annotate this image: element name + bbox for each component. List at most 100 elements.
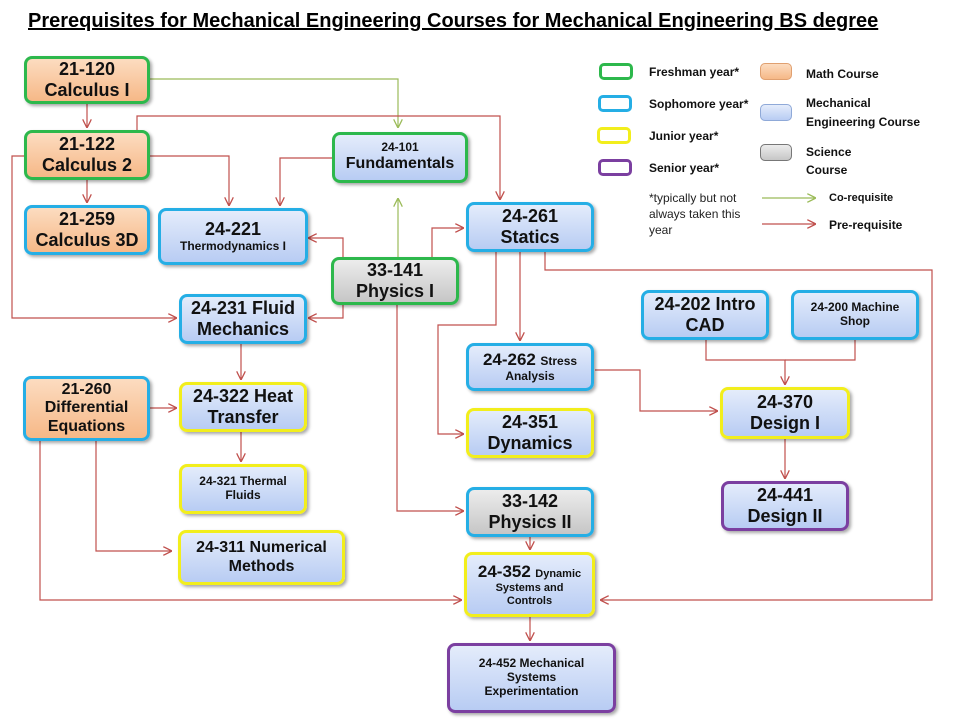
- prereq-statics-dynsys: [544, 252, 933, 600]
- legend-footnote-line2: always taken this: [649, 207, 741, 222]
- course-24-452-mechanical-systems-experimentation[interactable]: 24-452 Mechanical Systems Experimentatio…: [447, 643, 616, 713]
- course-24-322-heat-transfer[interactable]: 24-322 Heat Transfer: [179, 382, 307, 432]
- course-name: Methods: [228, 557, 295, 575]
- course-name: Calculus I: [44, 80, 130, 100]
- course-name: CAD: [685, 315, 725, 335]
- legend-math-swatch: [760, 63, 792, 80]
- legend-footnote-line1: *typically but not: [649, 191, 737, 205]
- course-24-262-stress-analysis[interactable]: 24-262 Stress Analysis: [466, 343, 594, 391]
- course-name: Fluids: [225, 488, 261, 502]
- course-number: 24-370: [756, 392, 814, 413]
- course-number: 24-101: [381, 140, 419, 155]
- course-21-260-differential-equations[interactable]: 21-260 Differential Equations: [23, 376, 150, 441]
- prereq-physics1-physics2: [396, 305, 463, 511]
- course-name: Differential: [44, 399, 129, 417]
- legend-sophomore-label: Sophomore year*: [649, 97, 749, 111]
- course-number: 21-122: [58, 134, 116, 155]
- course-name: Fundamentals: [345, 155, 455, 173]
- course-24-352-dynamic-systems-and-controls[interactable]: 24-352 Dynamic Systems and Controls: [464, 552, 595, 617]
- course-number: 24-321 Thermal: [199, 474, 287, 489]
- course-24-441-design-2[interactable]: 24-441 Design II: [721, 481, 849, 531]
- course-number: 21-259: [58, 209, 116, 230]
- course-24-202-intro-cad[interactable]: 24-202 Intro CAD: [641, 290, 769, 340]
- prereq-statics-dynamics: [437, 252, 497, 434]
- course-24-221-thermodynamics-1[interactable]: 24-221 Thermodynamics I: [158, 208, 308, 265]
- legend-freshman-swatch: [599, 63, 633, 80]
- course-number: 33-142: [501, 491, 559, 512]
- legend-me-swatch: [760, 104, 792, 121]
- course-number: 24-231 Fluid: [190, 298, 296, 319]
- course-24-261-statics[interactable]: 24-261 Statics: [466, 202, 594, 252]
- legend-senior-label: Senior year*: [649, 161, 720, 175]
- course-number: 24-351: [501, 412, 559, 433]
- course-21-120-calculus-1[interactable]: 21-120 Calculus I: [24, 56, 150, 104]
- course-24-101-fundamentals[interactable]: 24-101 Fundamentals: [332, 132, 468, 183]
- legend-junior-swatch: [597, 127, 631, 144]
- course-name: Analysis: [505, 369, 555, 384]
- course-name: Physics I: [355, 281, 435, 301]
- legend-senior-swatch: [598, 159, 632, 176]
- course-name: Dynamics: [487, 433, 573, 453]
- course-name: Mechanics: [196, 319, 290, 339]
- course-24-321-thermal-fluids[interactable]: 24-321 Thermal Fluids: [179, 464, 307, 514]
- page-title: Prerequisites for Mechanical Engineering…: [28, 10, 879, 32]
- prereq-shop-design1: [785, 340, 856, 361]
- legend-footnote-line3: year: [649, 223, 673, 238]
- prereq-physics1-thermo: [309, 238, 344, 257]
- prereq-physics1-statics: [431, 228, 463, 265]
- course-name: Physics II: [488, 512, 572, 532]
- course-number: 24-452 Mechanical: [478, 656, 585, 671]
- course-name: Design II: [747, 506, 823, 526]
- course-number: 33-141: [366, 260, 424, 281]
- legend-junior-label: Junior year*: [649, 129, 719, 143]
- prereq-diffeq-dynsys: [39, 441, 461, 600]
- prereq-calc2-fluid: [11, 155, 176, 318]
- legend-science-label-line2: Course: [806, 163, 848, 177]
- course-name-part: Dynamic: [535, 567, 582, 580]
- course-number: 24-322 Heat: [192, 386, 294, 407]
- course-name-line2: Controls: [506, 594, 553, 607]
- legend-math-label: Math Course: [806, 67, 879, 81]
- course-name: Systems: [506, 670, 557, 685]
- legend-science-swatch: [760, 144, 792, 161]
- legend-prereq-label: Pre-requisite: [829, 218, 903, 232]
- prereq-calc2-statics: [136, 115, 500, 199]
- course-name-line2: Experimentation: [484, 683, 579, 698]
- course-21-259-calculus-3d[interactable]: 21-259 Calculus 3D: [24, 205, 150, 255]
- course-name: Transfer: [207, 407, 279, 427]
- course-number: 24-262: [482, 349, 536, 369]
- course-name: Shop: [840, 314, 870, 328]
- legend-me-label-line1: Mechanical: [806, 96, 871, 110]
- course-number: 24-200 Machine: [810, 300, 900, 315]
- course-name-part: Stress: [540, 353, 578, 368]
- course-name: Calculus 3D: [35, 230, 139, 250]
- legend-science-label-line1: Science: [806, 145, 852, 159]
- course-number: 24-202 Intro: [654, 294, 756, 315]
- prereq-physics1-fluid: [309, 303, 344, 318]
- course-21-122-calculus-2[interactable]: 21-122 Calculus 2: [24, 130, 150, 180]
- prereq-stress-design1: [595, 369, 717, 411]
- course-24-200-machine-shop[interactable]: 24-200 Machine Shop: [791, 290, 919, 340]
- course-number: 24-261: [501, 206, 559, 227]
- legend-sophomore-swatch: [598, 95, 632, 112]
- course-number: 24-352: [477, 561, 531, 581]
- course-33-142-physics-2[interactable]: 33-142 Physics II: [466, 487, 594, 537]
- course-24-351-dynamics[interactable]: 24-351 Dynamics: [466, 408, 594, 458]
- course-33-141-physics-1[interactable]: 33-141 Physics I: [331, 257, 459, 305]
- course-number: 24-311 Numerical: [196, 539, 327, 557]
- course-24-370-design-1[interactable]: 24-370 Design I: [720, 387, 850, 439]
- legend-me-label-line2: Engineering Course: [806, 115, 921, 129]
- coreq-calc1-fundamentals: [150, 78, 398, 127]
- course-name: Statics: [500, 227, 560, 247]
- course-name: Thermodynamics I: [179, 238, 287, 253]
- course-24-231-fluid-mechanics[interactable]: 24-231 Fluid Mechanics: [179, 294, 307, 344]
- course-number: 24-441: [756, 485, 814, 506]
- prereq-diffeq-numerical: [95, 441, 171, 551]
- legend-coreq-label: Co-requisite: [829, 192, 894, 204]
- course-name: Systems and: [495, 582, 564, 595]
- course-24-311-numerical-methods[interactable]: 24-311 Numerical Methods: [178, 530, 345, 585]
- course-name: Design I: [749, 413, 820, 433]
- legend-footnote: *typically but not always taken this yea…: [649, 190, 740, 239]
- course-number: 24-221: [204, 219, 262, 240]
